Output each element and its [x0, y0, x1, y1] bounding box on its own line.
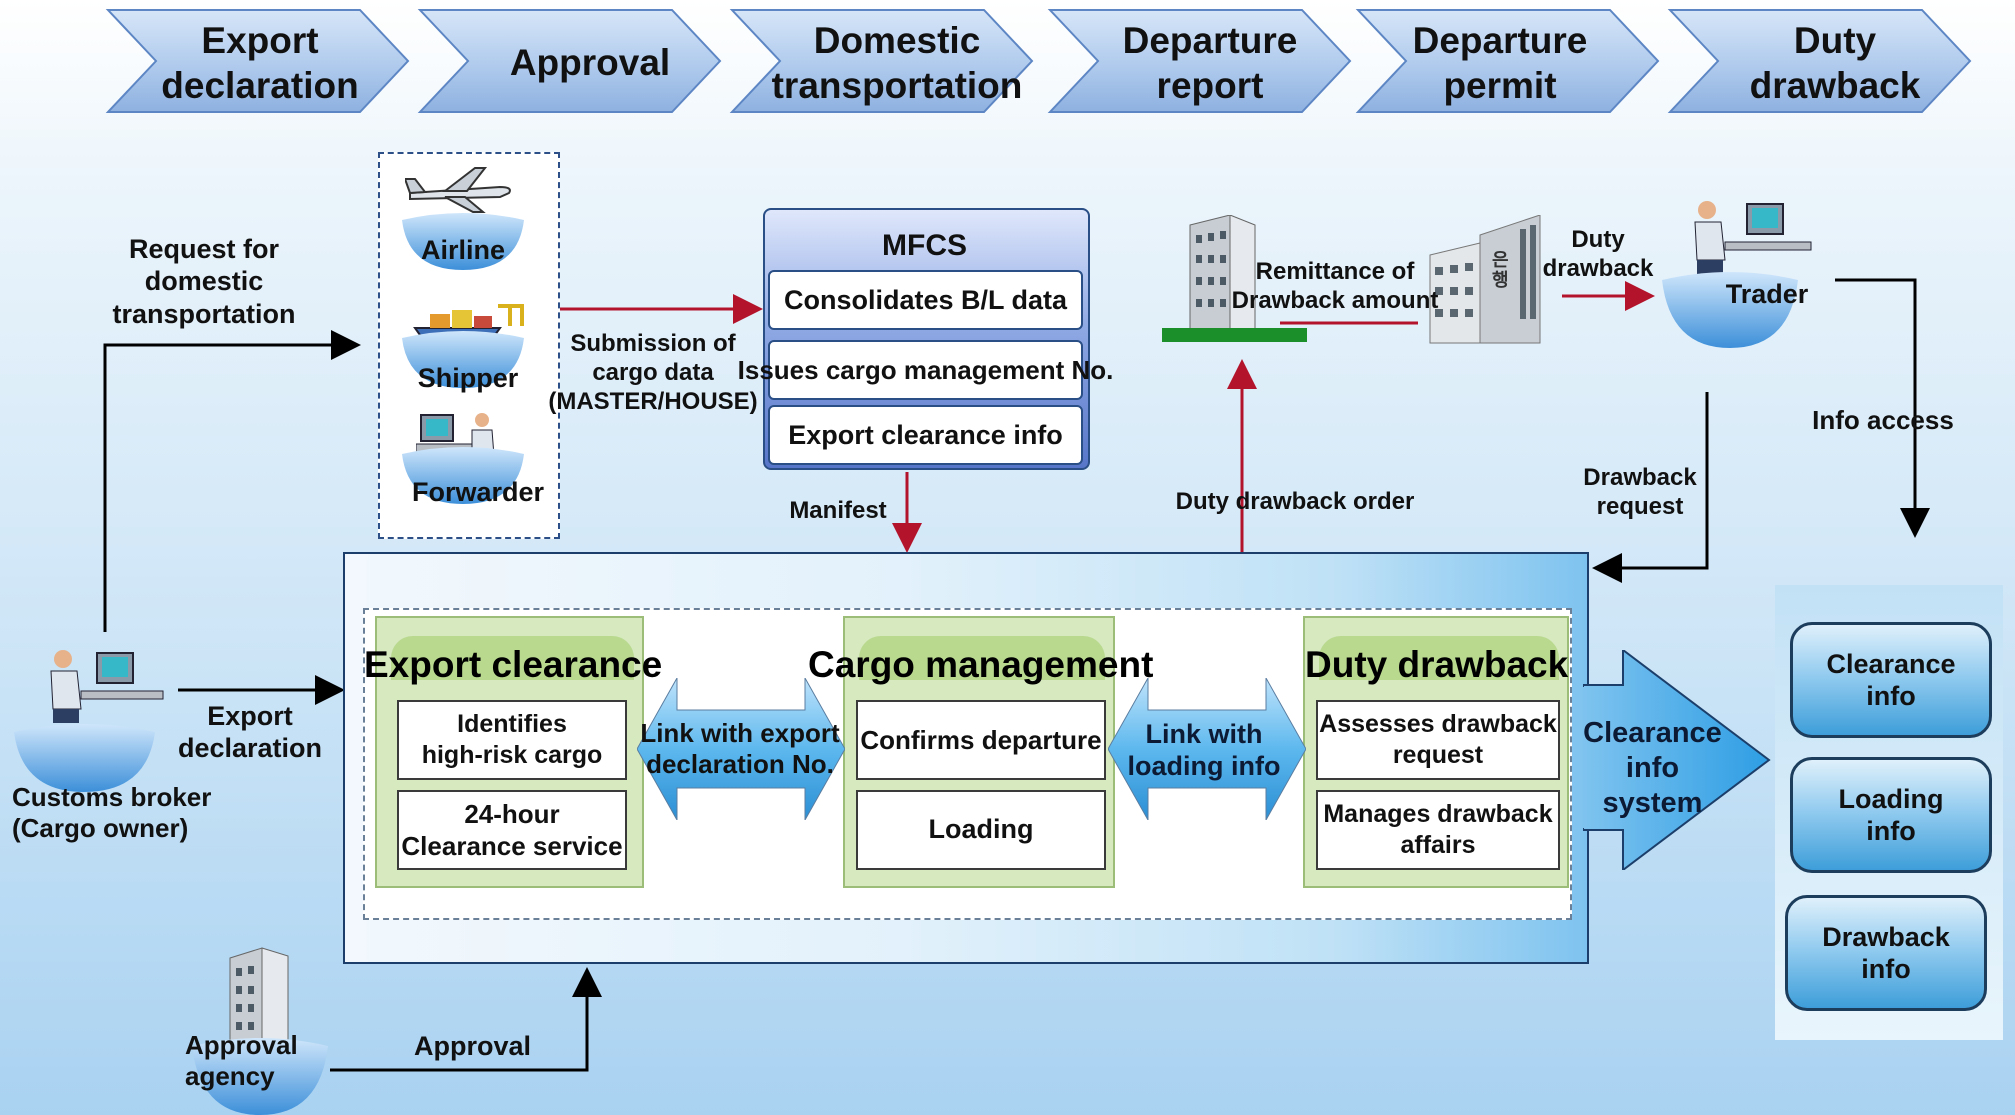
customs-broker-label: Customs broker (Cargo owner) [12, 782, 212, 844]
trader-base-icon [1662, 272, 1798, 348]
shipper-base-icon [402, 331, 524, 388]
request-domestic-label: Request for domestic transportation [112, 234, 296, 329]
trader-worker-icon [1694, 201, 1812, 274]
cargo-item-loading: Loading [856, 790, 1106, 870]
module-cargo-management-title: Cargo management [808, 644, 1154, 685]
airplane-icon [405, 167, 511, 213]
info-access-label: Info access [1812, 405, 1954, 435]
airline-base-icon [402, 213, 524, 270]
customs-broker-base-icon [14, 724, 155, 792]
forwarder-label: Forwarder [411, 477, 545, 507]
duty-drawback-label: Duty drawback [1542, 226, 1654, 282]
bank-icon [1429, 215, 1541, 344]
submission-label: Submission of cargo data (MASTER/HOUSE) [548, 330, 758, 415]
stage-departure-report: Departure report [1122, 20, 1298, 107]
module-duty-drawback-title: Duty drawback [1305, 644, 1569, 685]
chevron-stage-2 [729, 9, 1034, 113]
loading-info-box: Loading info [1790, 757, 1992, 873]
manifest-label: Manifest [789, 497, 887, 524]
export-item-high-risk: Identifies high-risk cargo [397, 700, 627, 780]
stage-approval: Approval [509, 42, 671, 83]
chevron-stage-3 [1047, 9, 1352, 113]
approval-agency-building-icon [229, 947, 289, 1040]
stage-departure-permit: Departure permit [1412, 20, 1588, 107]
stage-export-declaration: Export declaration [161, 20, 359, 107]
shipper-label: Shipper [417, 363, 519, 393]
drawback-info-box: Drawback info [1785, 895, 1987, 1011]
chevron-stage-0 [105, 9, 410, 113]
module-export-clearance-title: Export clearance [364, 644, 663, 685]
building-ground [1162, 328, 1307, 342]
mfcs-item-issues: Issues cargo management No. [738, 340, 1113, 400]
trader-label: Trader [1725, 279, 1809, 309]
approval-agency-label: Approval agency [185, 1030, 298, 1092]
approval-agency-base-icon [192, 1038, 328, 1115]
drawback-item-manages: Manages drawback affairs [1316, 790, 1560, 870]
clearance-system-label: Clearance info system [1583, 717, 1722, 819]
export-item-24-hour: 24-hour Clearance service [397, 790, 627, 870]
chevron-stage-1 [417, 9, 722, 113]
link-export-declaration-label: Link with export declaration No. [640, 718, 840, 780]
chevron-stage-4 [1355, 9, 1660, 113]
duty-drawback-order-label: Duty drawback order [1175, 488, 1415, 515]
drawback-item-assesses: Assesses drawback request [1316, 700, 1560, 780]
clearance-info-box: Clearance info [1790, 622, 1992, 738]
customs-broker-worker-icon [50, 650, 164, 723]
stage-domestic-transportation: Domestic transportation [771, 20, 1023, 107]
process-chevrons [105, 9, 1972, 113]
mfcs-item-consolidates: Consolidates B/L data [768, 270, 1083, 330]
bank-sign: 은행 [1492, 250, 1509, 290]
link-arrow-export-cargo [637, 678, 845, 820]
forwarder-base-icon [402, 447, 524, 504]
link-arrow-cargo-drawback [1108, 678, 1306, 820]
drawback-request-label: Drawback request [1583, 464, 1697, 520]
system-arrow-shape [1583, 650, 1771, 870]
building-icon [1189, 215, 1256, 336]
cargo-item-confirms-departure: Confirms departure [856, 700, 1106, 780]
mfcs-item-export-clearance: Export clearance info [768, 405, 1083, 465]
stage-duty-drawback: Duty drawback [1749, 20, 1921, 107]
approval-label: Approval [413, 1031, 532, 1061]
mfcs-title: MFCS [882, 229, 967, 262]
export-declaration-label: Export declaration [177, 701, 323, 764]
airline-label: Airline [420, 235, 506, 265]
link-loading-info-label: Link with loading info [1127, 719, 1281, 782]
remittance-label: Remittance of Drawback amount [1231, 258, 1439, 314]
chevron-stage-5 [1667, 9, 1972, 113]
